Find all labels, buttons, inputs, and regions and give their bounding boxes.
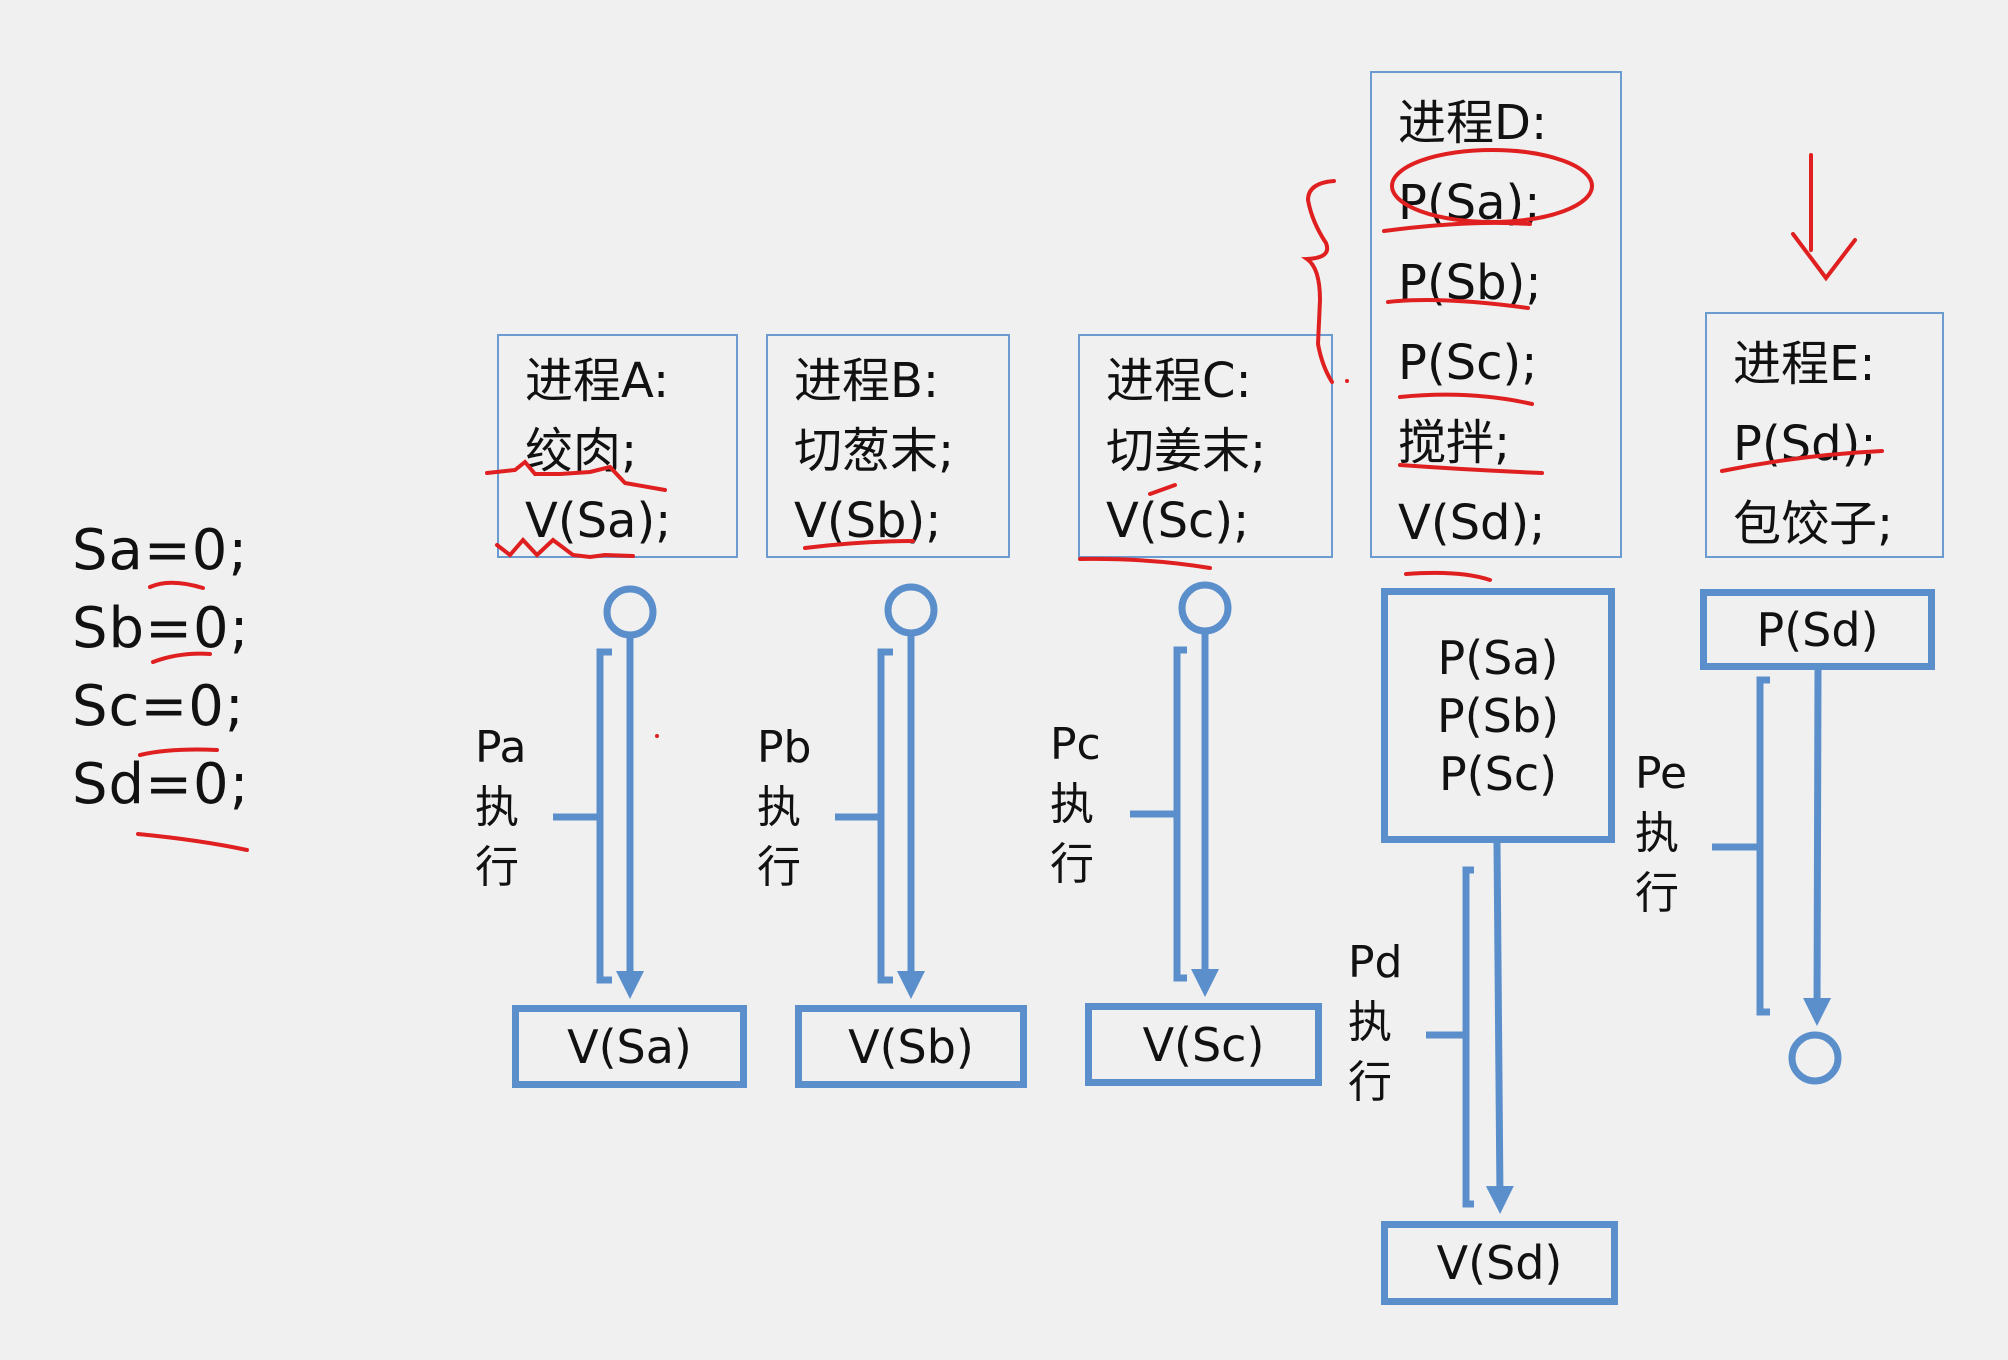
exec-label-b-char1: 执	[757, 782, 801, 833]
exec-label-c-char1: 执	[1050, 779, 1094, 830]
annotation-wave-a2	[495, 537, 635, 560]
exec-label-d-char2: 行	[1348, 1057, 1392, 1108]
process-d-title: 进程D:	[1398, 95, 1548, 151]
process-a-title: 进程A:	[525, 353, 670, 409]
op-p-sa-label: P(Sa)	[1437, 630, 1559, 685]
annotation-brace-d	[1300, 179, 1336, 384]
process-e-step-2: 包饺子;	[1733, 496, 1894, 552]
op-box-p-sabc: P(Sa) P(Sb) P(Sc)	[1381, 588, 1615, 843]
op-v-sb-label: V(Sb)	[848, 1019, 974, 1074]
exec-label-c-name: Pc	[1050, 719, 1101, 770]
exec-label-e-char2: 行	[1635, 868, 1679, 919]
op-box-v-sa: V(Sa)	[512, 1005, 747, 1088]
process-d-step-4: 搅拌;	[1398, 415, 1511, 471]
init-sa: Sa=0;	[72, 518, 249, 583]
process-c-box: 进程C: 切姜末; V(Sc);	[1078, 334, 1333, 558]
annotation-underline-vsd	[1404, 570, 1492, 582]
exec-label-d-name: Pd	[1348, 937, 1403, 988]
exec-label-d-char1: 执	[1348, 997, 1392, 1048]
exec-label-a-char2: 行	[475, 842, 519, 893]
start-node-a	[603, 585, 657, 639]
exec-label-a-name: Pa	[475, 722, 527, 773]
process-d-step-5: V(Sd);	[1398, 495, 1546, 551]
exec-label-a: Pa 执 行	[475, 718, 527, 898]
exec-label-e: Pe 执 行	[1635, 744, 1687, 924]
process-c-step-2: V(Sc);	[1106, 493, 1250, 549]
op-box-v-sb: V(Sb)	[795, 1005, 1027, 1088]
process-c-title: 进程C:	[1106, 353, 1252, 409]
process-b-title: 进程B:	[794, 353, 940, 409]
annotation-underline-psb	[1386, 298, 1530, 310]
exec-bracket-b	[877, 648, 893, 984]
op-p-sd-label: P(Sd)	[1756, 602, 1879, 657]
flow-line-e	[1803, 669, 1832, 1026]
process-c-step-1: 切姜末;	[1106, 423, 1267, 479]
exec-label-b-char2: 行	[757, 842, 801, 893]
exec-bracket-c	[1173, 646, 1187, 982]
op-v-sd-label: V(Sd)	[1436, 1236, 1563, 1290]
annotation-circle-psa	[1390, 148, 1594, 224]
op-v-sa-label: V(Sa)	[567, 1019, 692, 1074]
annotation-underline-c	[1078, 556, 1212, 570]
exec-label-c-char2: 行	[1050, 839, 1094, 890]
annotation-underline-sa	[148, 580, 205, 590]
exec-label-e-name: Pe	[1635, 748, 1688, 799]
end-node-e	[1788, 1031, 1842, 1085]
exec-label-e-char1: 执	[1635, 808, 1679, 859]
init-sd: Sd=0;	[72, 752, 250, 817]
process-d-box: 进程D: P(Sa); P(Sb); P(Sc); 搅拌; V(Sd);	[1370, 71, 1622, 558]
process-b-step-2: V(Sb);	[794, 493, 942, 549]
op-box-p-sd: P(Sd)	[1700, 589, 1935, 670]
exec-label-b: Pb 执 行	[757, 718, 811, 898]
annotation-wave-a1	[485, 459, 667, 492]
process-a-step-1: 绞肉;	[525, 423, 638, 479]
start-node-c	[1178, 581, 1232, 635]
annotation-underline-sd	[136, 832, 249, 852]
annotation-arrow-e-head	[1791, 232, 1857, 282]
process-a-box: 进程A: 绞肉; V(Sa);	[497, 334, 738, 558]
process-d-step-3: P(Sc);	[1398, 335, 1538, 391]
init-sc: Sc=0;	[72, 674, 245, 739]
op-v-sc-label: V(Sc)	[1142, 1017, 1265, 1072]
semaphore-init-list: Sa=0; Sb=0; Sc=0; Sd=0;	[72, 512, 250, 824]
op-box-v-sd: V(Sd)	[1381, 1221, 1618, 1305]
exec-label-c: Pc 执 行	[1050, 715, 1101, 895]
process-e-title: 进程E:	[1733, 336, 1876, 392]
annotation-dot-2	[1345, 379, 1349, 383]
op-box-v-sc: V(Sc)	[1085, 1003, 1322, 1086]
init-sb: Sb=0;	[72, 596, 250, 661]
flow-line-d	[1485, 842, 1514, 1214]
exec-bracket-a	[596, 648, 612, 984]
start-node-b	[884, 583, 938, 637]
annotation-underline-sc	[138, 747, 219, 757]
process-b-step-1: 切葱末;	[794, 423, 955, 479]
annotation-underline-psc	[1398, 392, 1534, 406]
exec-label-a-char1: 执	[475, 782, 519, 833]
process-e-box: 进程E: P(Sd); 包饺子;	[1705, 312, 1944, 558]
process-b-box: 进程B: 切葱末; V(Sb);	[766, 334, 1010, 558]
exec-bracket-d	[1462, 866, 1474, 1208]
annotation-underline-b	[803, 539, 915, 550]
annotation-dot-1	[655, 734, 659, 738]
annotation-underline-mix	[1398, 463, 1544, 475]
annotation-underline-psa	[1382, 220, 1532, 233]
process-a-step-2: V(Sa);	[525, 493, 672, 549]
exec-label-d: Pd 执 行	[1348, 933, 1402, 1113]
op-p-sb-label: P(Sb)	[1436, 688, 1560, 743]
annotation-underline-sb	[151, 651, 212, 664]
exec-label-b-name: Pb	[757, 722, 812, 773]
annotation-tick-c	[1148, 483, 1177, 496]
op-p-sc-label: P(Sc)	[1438, 746, 1558, 801]
exec-bracket-e	[1756, 676, 1770, 1016]
annotation-underline-psd	[1720, 449, 1884, 473]
